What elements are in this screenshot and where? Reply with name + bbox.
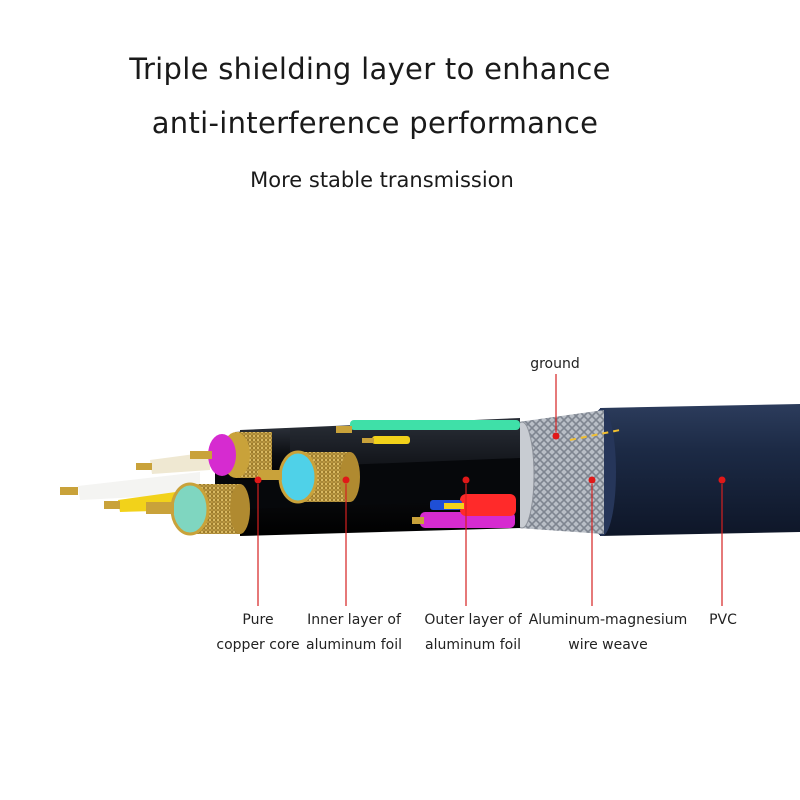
label-outer-aluminum-foil: Outer layer of aluminum foil [414, 608, 532, 658]
cyan-core [258, 450, 360, 504]
copper-strand [412, 517, 424, 524]
ground-marker [552, 432, 560, 440]
leader-outer-foil [462, 476, 470, 606]
label-text: Pure [242, 612, 274, 628]
yellow-core [372, 436, 410, 444]
label-text: Aluminum-magnesium [528, 612, 688, 628]
label-text: aluminum foil [306, 637, 402, 653]
green-core [350, 420, 520, 430]
copper-strand [336, 426, 352, 433]
subheadline: More stable transmission [250, 168, 514, 192]
headline-line-1: Triple shielding layer to enhance [129, 52, 611, 86]
label-text: copper core [216, 637, 300, 653]
headline-line-2: anti-interference performance [151, 106, 599, 140]
copper-strand [104, 501, 120, 509]
leader-inner-foil [342, 476, 350, 606]
leader-pvc [718, 476, 726, 606]
red-core [460, 494, 516, 516]
label-pure-copper-core: Pure copper core [200, 608, 316, 658]
label-text: wire weave [568, 637, 648, 653]
label-text: Inner layer of [307, 612, 401, 628]
label-ground: ground [530, 356, 580, 372]
label-text: aluminum foil [425, 637, 521, 653]
label-text: PVC [709, 612, 737, 628]
yellow-core-small [444, 503, 464, 509]
copper-strand [136, 463, 152, 470]
label-inner-aluminum-foil: Inner layer of aluminum foil [296, 608, 412, 658]
copper-strand [362, 438, 374, 443]
label-text: Outer layer of [424, 612, 522, 628]
teal-core [146, 482, 250, 536]
leader-wire-weave [588, 476, 596, 606]
ground-wire [569, 429, 621, 441]
leader-copper-core [254, 476, 262, 606]
wire-weave-shield [509, 410, 604, 534]
pvc-jacket [588, 404, 800, 536]
label-pvc: PVC [696, 608, 750, 633]
copper-strand [60, 487, 78, 495]
label-wire-weave: Aluminum-magnesium wire weave [526, 608, 690, 658]
